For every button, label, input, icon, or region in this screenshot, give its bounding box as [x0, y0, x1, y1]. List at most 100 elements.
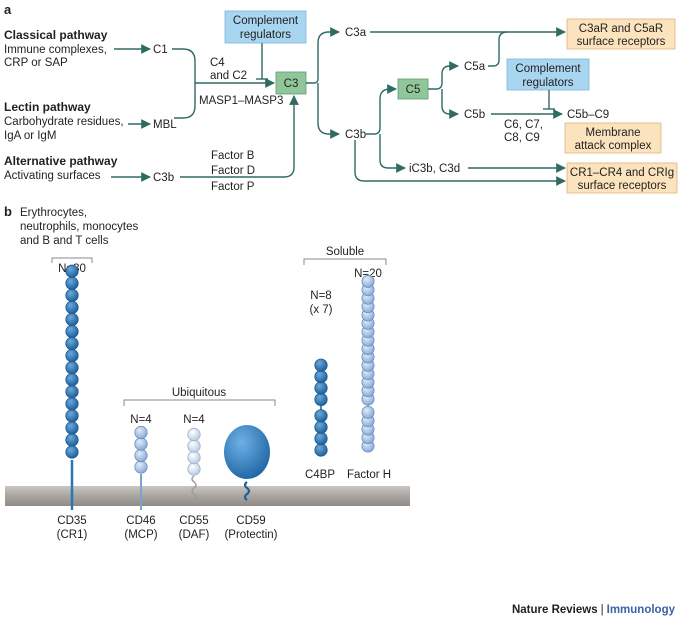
- cd55-bead: [187, 427, 201, 442]
- arrow-c5-to-c5a: [428, 61, 459, 90]
- c4bp-count-note: (x 7): [310, 304, 333, 316]
- cd55-bead: [187, 462, 201, 476]
- cd35-bead: [65, 361, 79, 375]
- c8c9-label: C8, C9: [504, 132, 540, 144]
- ic3b-label: iC3b, C3d: [409, 163, 460, 175]
- regulators-2-line-2: regulators: [522, 77, 573, 89]
- journal-credit: Nature Reviews|Immunology: [512, 604, 675, 616]
- factor-h-name: Factor H: [347, 469, 391, 481]
- mbl-label: MBL: [153, 119, 177, 131]
- arrow-c3-to-c3b: [317, 83, 340, 139]
- cd35-bead: [65, 433, 79, 447]
- arrow-c5-to-c5b: [441, 89, 459, 119]
- cd35-bead: [65, 336, 79, 351]
- classical-pathway-title: Classical pathway: [4, 28, 108, 42]
- complement-regulators-box-1: [224, 10, 307, 44]
- arrow-c3-to-c3a: [306, 27, 340, 84]
- lectin-pathway-line-1: Carbohydrate residues,: [4, 116, 124, 128]
- cr-line-1: CR1–CR4 and CRIg: [570, 167, 674, 179]
- cd35-bead: [65, 324, 79, 339]
- cd35-bead: [65, 373, 79, 387]
- and-c2-label: and C2: [210, 70, 247, 82]
- c3ar-c5ar-receptors-box: [566, 18, 676, 50]
- alternative-pathway-title: Alternative pathway: [4, 154, 118, 168]
- cd46-count: N=4: [130, 414, 152, 426]
- c3ar-line-2: surface receptors: [577, 36, 666, 48]
- c4bp-bead: [314, 381, 328, 395]
- cd35-bead: [65, 397, 79, 411]
- soluble-bracket: [303, 258, 387, 265]
- c3b-label: C3b: [345, 129, 366, 141]
- cd55-bead-chain: [187, 427, 201, 476]
- credit-section: Immunology: [606, 604, 675, 616]
- lectin-pathway-line-2: IgA or IgM: [4, 130, 56, 142]
- cd55-bead: [187, 450, 201, 465]
- masp-label: MASP1–MASP3: [199, 95, 283, 107]
- membrane-attack-complex-box: [564, 122, 662, 154]
- c4bp-name: C4BP: [305, 469, 335, 481]
- cell-types-line-1: Erythrocytes,: [20, 207, 87, 219]
- arrow-c3b-to-ic3b: [379, 134, 406, 173]
- regulators-1-line-2: regulators: [240, 29, 291, 41]
- cd55-alias: (DAF): [179, 529, 210, 541]
- factor-h-bead: [361, 274, 375, 288]
- connector-c1-mbl: [172, 48, 196, 119]
- connector-c5a-to-receptors: [488, 31, 508, 67]
- cr-crig-receptors-box: [566, 162, 678, 194]
- ubiquitous-label: Ubiquitous: [172, 387, 227, 399]
- factor-d-label: Factor D: [211, 165, 255, 177]
- arrow-c3b-to-c5: [366, 84, 397, 135]
- c5bc9-label: C5b–C9: [567, 109, 609, 121]
- regulators-2-line-1: Complement: [515, 63, 581, 75]
- regulators-1-line-1: Complement: [233, 15, 299, 27]
- cell-types-line-3: and B and T cells: [20, 235, 109, 247]
- c4bp-bead: [314, 369, 328, 384]
- c4bp-bead: [314, 358, 328, 372]
- mac-line-2: attack complex: [575, 140, 652, 152]
- cd35-bead: [65, 385, 79, 399]
- cd55-count: N=4: [183, 414, 205, 426]
- cd46-name: CD46: [126, 515, 155, 527]
- cd46-bead: [134, 448, 148, 463]
- c3-label: C3: [284, 78, 299, 90]
- factor-p-label: Factor P: [211, 181, 255, 193]
- cd35-bead: [65, 264, 79, 278]
- mac-line-1: Membrane: [586, 127, 641, 139]
- c4bp-bead: [314, 443, 328, 457]
- cd35-bead: [65, 300, 79, 314]
- cd35-bead: [65, 445, 79, 459]
- cd35-bead: [65, 348, 79, 363]
- cd46-bead-chain: [134, 425, 148, 474]
- c6c7-label: C6, C7,: [504, 119, 543, 131]
- cd46-bead: [134, 425, 148, 440]
- cd46-bead: [134, 460, 148, 474]
- credit-journal: Nature Reviews: [511, 604, 598, 616]
- cd59-domain: [224, 425, 270, 479]
- c5-label: C5: [406, 84, 421, 96]
- cd55-name: CD55: [179, 515, 208, 527]
- cd59-gpi-anchor: [243, 481, 251, 501]
- arrow-alternative-to-c3: [180, 95, 299, 178]
- c3ar-line-1: C3aR and C5aR: [579, 23, 663, 35]
- cd59-alias: (Protectin): [224, 529, 277, 541]
- soluble-label: Soluble: [326, 246, 364, 258]
- cd46-alias: (MCP): [124, 529, 157, 541]
- cd35-bead: [65, 312, 79, 327]
- cd55-bead: [187, 439, 201, 453]
- cd35-alias: (CR1): [57, 529, 88, 541]
- cd35-bead: [65, 421, 79, 435]
- alt-c3b-label: C3b: [153, 172, 174, 184]
- c3a-label: C3a: [345, 27, 367, 39]
- panel-a-label: a: [4, 2, 12, 17]
- cd35-bead: [65, 276, 79, 290]
- cd35-bead: [65, 409, 79, 423]
- c4bp-bead-chain: [314, 358, 328, 457]
- cd35-bead-chain: [65, 264, 79, 459]
- c4bp-bead: [314, 431, 328, 446]
- cd35-name: CD35: [57, 515, 86, 527]
- cd55-gpi-anchor: [191, 475, 197, 501]
- factor-b-label: Factor B: [211, 150, 255, 162]
- factor-h-count: N=20: [354, 268, 382, 280]
- cd35-bead: [65, 288, 79, 302]
- factor-h-bead: [361, 405, 375, 419]
